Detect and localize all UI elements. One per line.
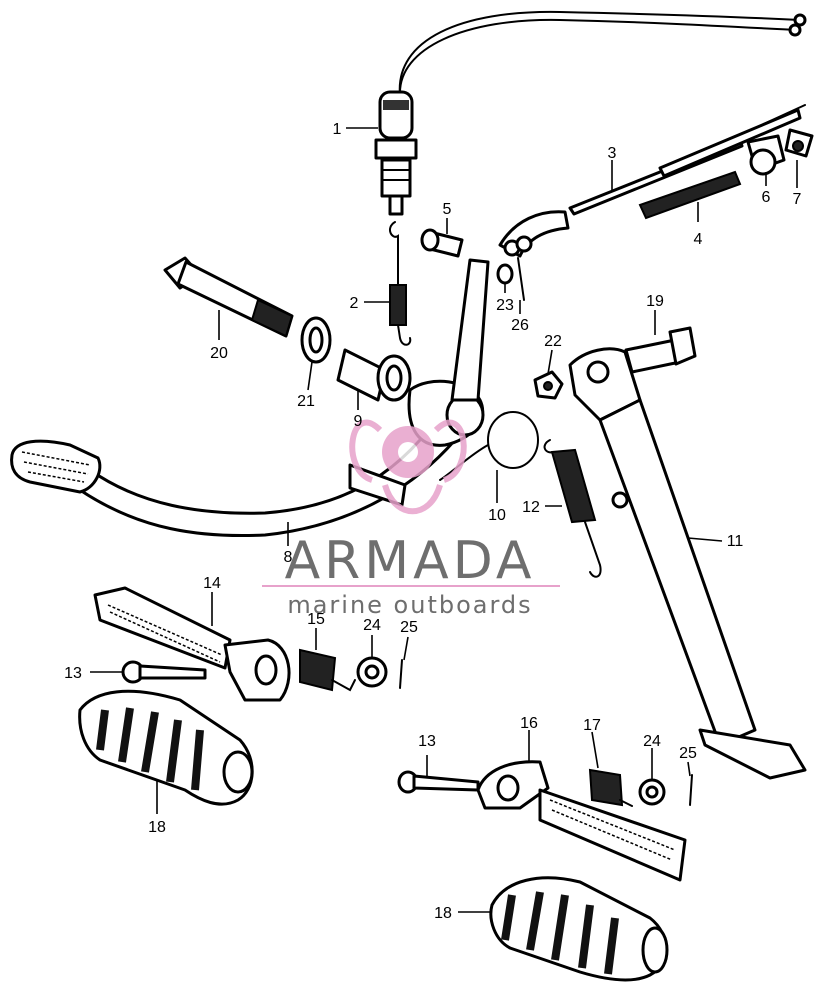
footrest-pin-left [121, 660, 207, 684]
washer-21 [300, 316, 332, 364]
callout-11: 11 [727, 533, 744, 550]
cotter-pin-25-right [689, 774, 693, 806]
callout-labels: 1 2 3 4 5 6 7 8 9 10 11 12 13 13 14 15 1… [64, 121, 801, 922]
brake-switch [374, 90, 418, 216]
callout-23: 23 [496, 297, 514, 314]
callout-24-left: 24 [363, 617, 381, 634]
brake-pedal-pad [10, 439, 102, 494]
nut-22 [533, 370, 564, 400]
washer-24-right [638, 778, 666, 806]
brake-rod [568, 104, 806, 216]
callout-4: 4 [694, 231, 703, 248]
brake-pedal [78, 258, 490, 538]
footrest-pin-right [397, 770, 480, 794]
callout-22: 22 [544, 333, 562, 350]
callout-20: 20 [210, 345, 228, 362]
side-stand [568, 347, 807, 780]
switch-spring [388, 221, 412, 346]
callout-17: 17 [583, 717, 601, 734]
footrest-rubber-left [78, 689, 254, 806]
callout-13-right: 13 [418, 733, 436, 750]
callout-13-left: 13 [64, 665, 82, 682]
callout-15: 15 [307, 611, 325, 628]
callout-7: 7 [793, 191, 802, 208]
watermark-tagline: marine outboards [287, 591, 532, 619]
callout-21: 21 [297, 393, 315, 410]
callout-6: 6 [762, 189, 771, 206]
callout-12: 12 [522, 499, 540, 516]
pivot-collar [336, 348, 412, 402]
callout-10: 10 [488, 507, 506, 524]
watermark-brand: ARMADA [285, 531, 536, 591]
callout-18-right: 18 [434, 905, 452, 922]
footrest-rubber-right [489, 876, 669, 982]
washer-23 [496, 263, 514, 285]
pivot-pin [420, 228, 464, 258]
pivot-bolt [163, 256, 294, 338]
callout-8: 8 [284, 549, 293, 566]
callout-9: 9 [354, 413, 363, 430]
washer-24-left [356, 656, 388, 688]
callout-25-right: 25 [679, 745, 697, 762]
watermark-logo [349, 419, 467, 515]
stand-spring [543, 439, 602, 578]
footrest-right-bracket [476, 760, 550, 810]
rod-joint [746, 134, 786, 176]
footrest-left [93, 586, 291, 702]
brake-switch-cable [398, 10, 807, 96]
callout-3: 3 [608, 145, 617, 162]
brake-arm-bracket [498, 210, 570, 258]
callout-24-right: 24 [643, 733, 661, 750]
rod-spring [638, 170, 742, 220]
cotter-pin-25-left [399, 659, 403, 689]
callout-2: 2 [350, 295, 359, 312]
footrest-spring-left [299, 648, 356, 692]
callout-14: 14 [203, 575, 221, 592]
cotter-pin-26 [517, 257, 525, 301]
adjusting-nut [784, 128, 814, 158]
callout-19: 19 [646, 293, 664, 310]
stand-bolt [624, 326, 697, 374]
leader-lines [90, 127, 798, 913]
callout-18-left: 18 [148, 819, 166, 836]
callout-16: 16 [520, 715, 538, 732]
footrest-right [538, 788, 687, 882]
callout-26: 26 [511, 317, 529, 334]
callout-25-left: 25 [400, 619, 418, 636]
footrest-spring-right [588, 768, 633, 807]
callout-1: 1 [333, 121, 342, 138]
callout-5: 5 [443, 201, 452, 218]
